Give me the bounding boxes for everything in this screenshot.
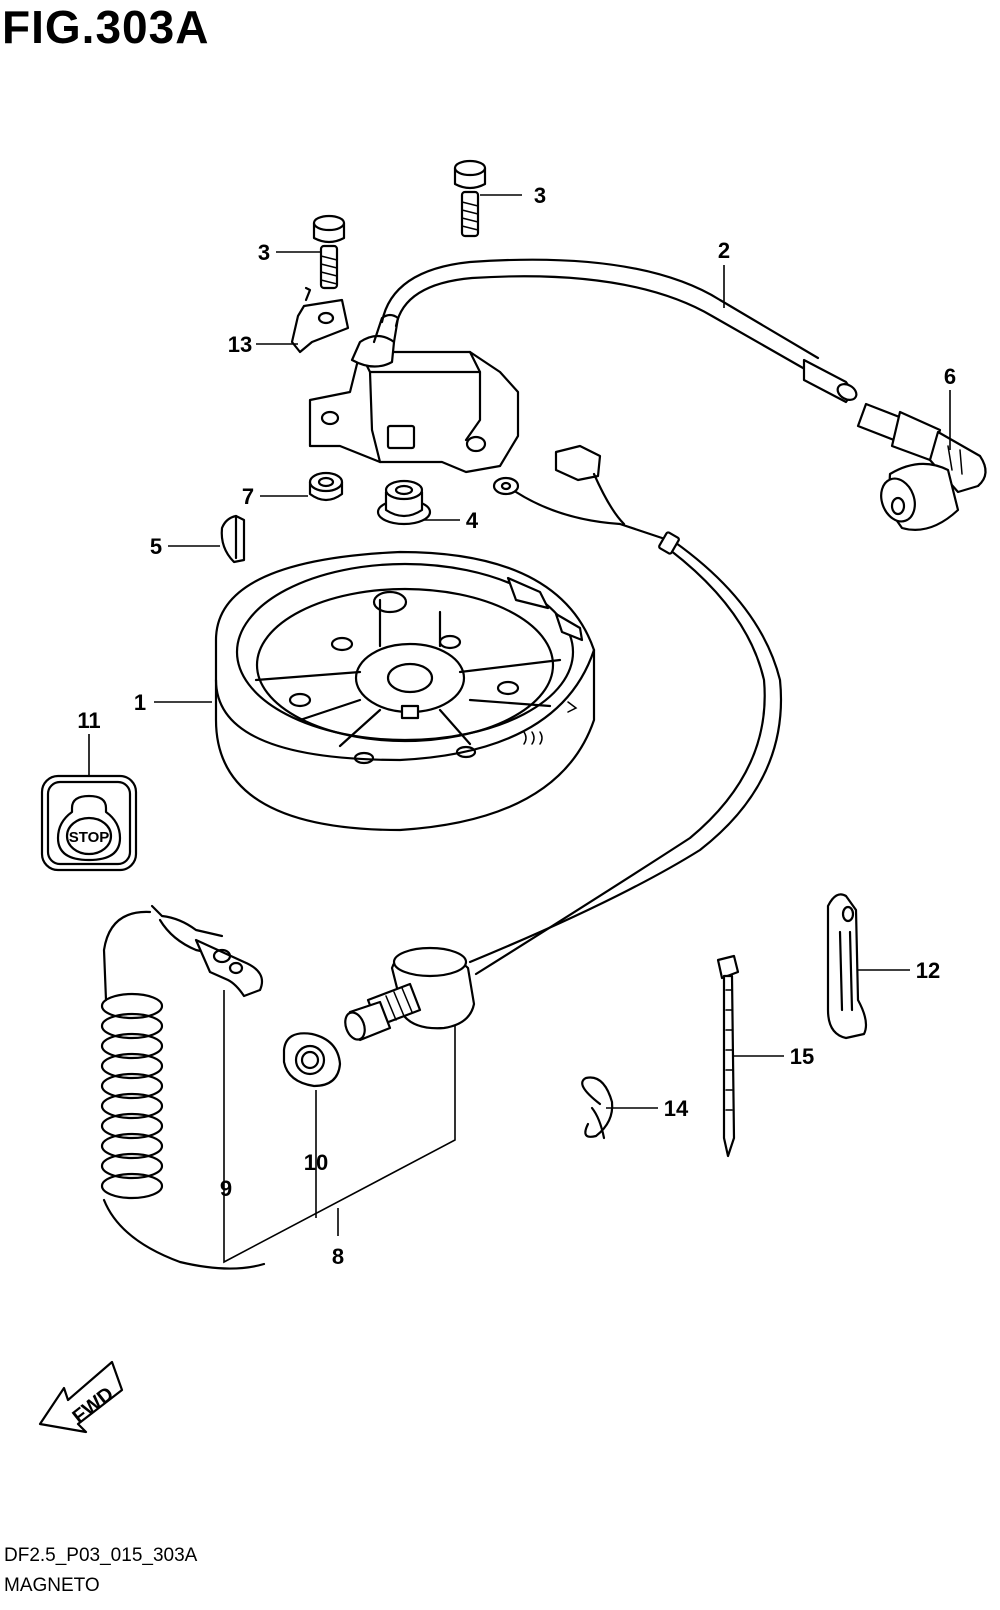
callout-numbers: 3 3 2 6 13 7 4 5 1 11 12 15 14 10 9 8 xyxy=(77,183,956,1269)
cable-tie-part-15[interactable] xyxy=(716,954,740,1158)
bracket-part-13[interactable] xyxy=(290,286,350,354)
callout-5: 5 xyxy=(150,534,162,559)
callout-10: 10 xyxy=(304,1150,328,1175)
callout-13: 13 xyxy=(228,332,252,357)
callout-3-lower: 3 xyxy=(258,240,270,265)
stator-wiring xyxy=(468,444,782,976)
stop-label: STOP xyxy=(69,829,110,846)
bolt-part-3-upper[interactable] xyxy=(453,159,487,238)
figure-code: DF2.5_P03_015_303A xyxy=(4,1545,198,1566)
callout-8: 8 xyxy=(332,1244,344,1269)
callout-2: 2 xyxy=(718,238,730,263)
leader-lines xyxy=(88,194,951,1264)
callout-14: 14 xyxy=(664,1096,689,1121)
woodruff-key-part-5[interactable] xyxy=(220,514,246,564)
figure-title: FIG.303A xyxy=(2,1,210,53)
callout-1: 1 xyxy=(134,690,146,715)
stop-plate-part-11[interactable]: STOP xyxy=(40,774,138,872)
high-tension-cable-part-2[interactable] xyxy=(380,258,859,404)
spark-plug-cap-part-6[interactable] xyxy=(856,402,987,531)
stop-switch-part-8[interactable] xyxy=(342,946,476,1042)
callout-7: 7 xyxy=(242,484,254,509)
callout-9: 9 xyxy=(220,1176,232,1201)
switch-nut-part-10[interactable] xyxy=(282,1032,342,1088)
clip-part-12[interactable] xyxy=(826,893,868,1040)
washer-part-7[interactable] xyxy=(308,471,344,502)
callout-4: 4 xyxy=(466,508,479,533)
emergency-stop-lanyard-part-9[interactable] xyxy=(100,904,266,1270)
callout-3-upper: 3 xyxy=(534,183,546,208)
retaining-clip-part-14[interactable] xyxy=(581,1076,614,1140)
callout-15: 15 xyxy=(790,1044,814,1069)
nut-part-4[interactable] xyxy=(376,479,432,526)
callout-12: 12 xyxy=(916,958,940,983)
figure-name: MAGNETO xyxy=(4,1575,100,1596)
ignition-coil[interactable] xyxy=(308,313,520,474)
flywheel-part-1[interactable] xyxy=(214,550,596,832)
callout-6: 6 xyxy=(944,364,956,389)
fwd-direction-arrow: FWD xyxy=(38,1360,124,1434)
callout-11: 11 xyxy=(77,708,100,733)
bolt-part-3-lower[interactable] xyxy=(312,214,346,290)
